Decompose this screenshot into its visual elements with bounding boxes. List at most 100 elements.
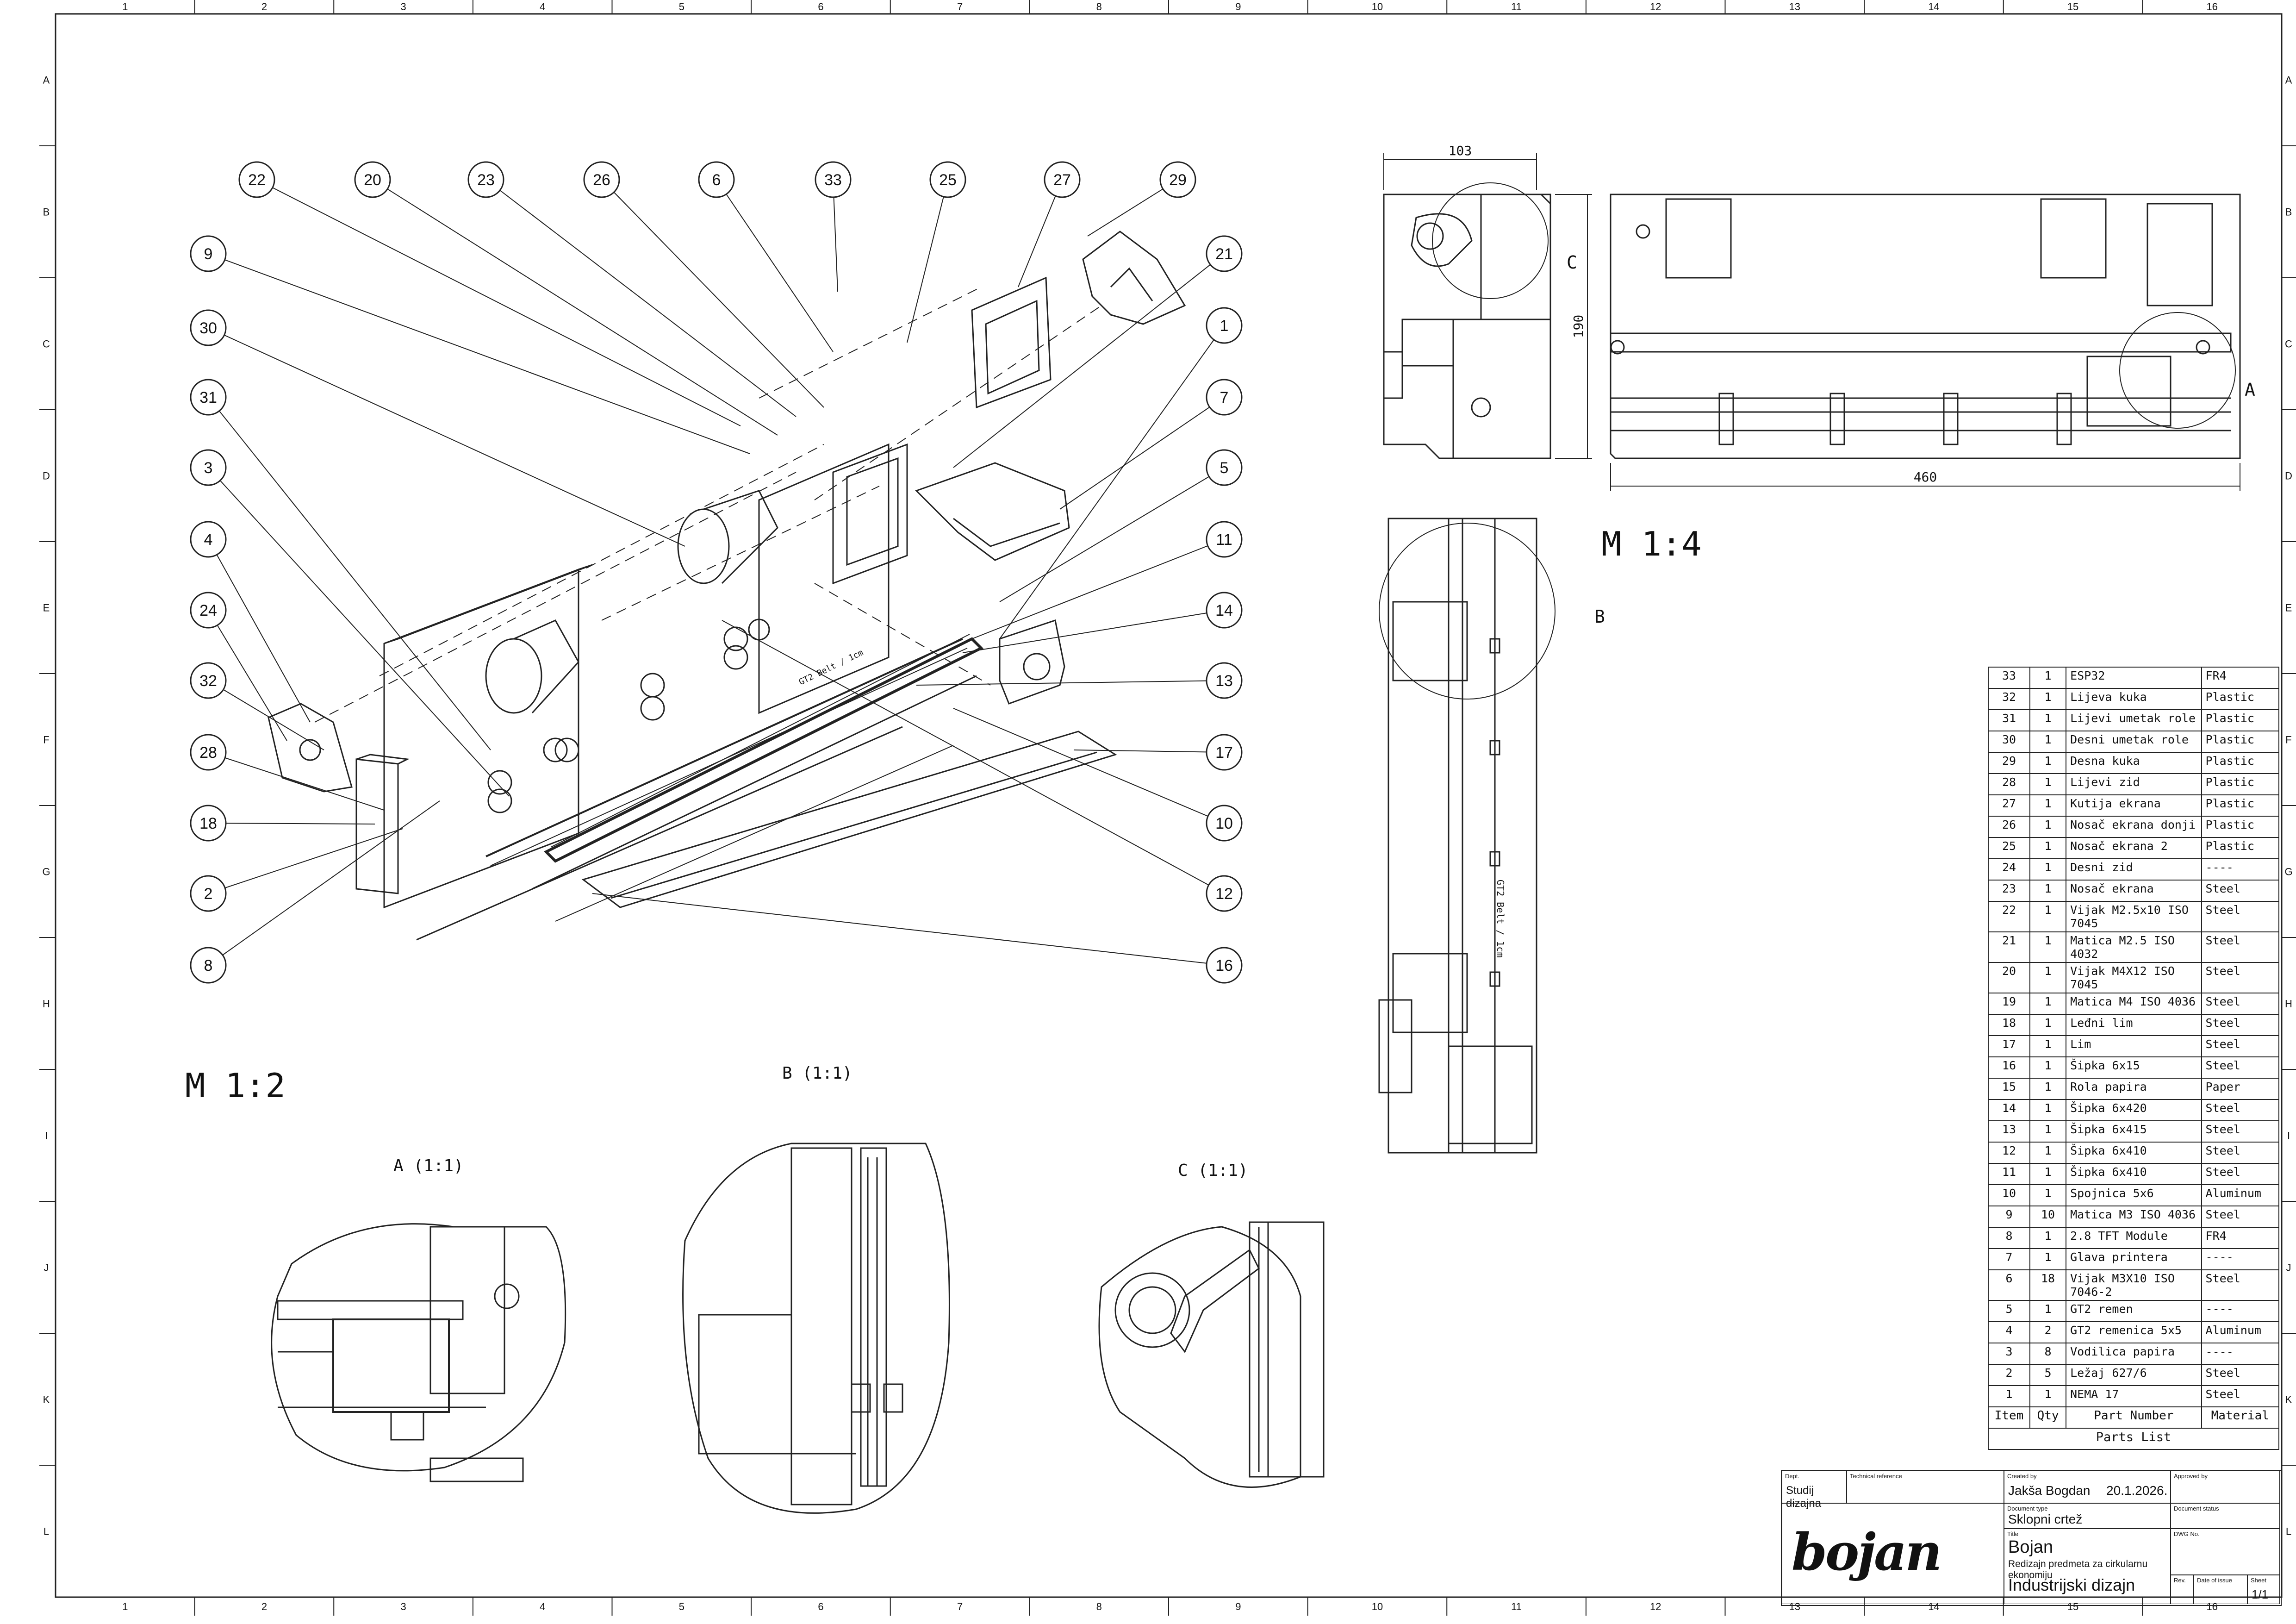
parts-list-title: Parts List [1988, 1428, 2279, 1450]
row-label-right: C [2285, 338, 2292, 350]
row-label-right: A [2285, 75, 2292, 86]
balloon-leader-lines [208, 179, 1225, 966]
cell-part-number: Matica M4 ISO 4036 [2066, 993, 2202, 1015]
exploded-assembly-view [268, 231, 1186, 941]
cell-qty: 10 [2029, 1206, 2067, 1228]
cell-material: Steel [2201, 1385, 2280, 1407]
balloon-circle [929, 161, 966, 198]
cell-material: Plastic [2201, 794, 2280, 817]
balloon-number: 1 [1220, 317, 1229, 335]
cell-item: 29 [1988, 752, 2030, 774]
cell-material: Aluminum [2201, 1321, 2280, 1343]
cell-qty: 1 [2029, 901, 2067, 932]
cell-item: 31 [1988, 709, 2030, 731]
balloon-circle [1206, 307, 1243, 344]
cell-item: 14 [1988, 1099, 2030, 1121]
created-date: 20.1.2026. [2106, 1483, 2168, 1498]
balloon-number: 20 [364, 171, 381, 189]
cell-part-number: GT2 remen [2066, 1300, 2202, 1322]
dept-label: Dept. [1785, 1473, 1800, 1480]
balloon-number: 22 [248, 171, 266, 189]
cell-item: 18 [1988, 1014, 2030, 1036]
bojan-logo: bojan [1792, 1522, 1942, 1582]
cell-material: Steel [2201, 1142, 2280, 1164]
row-label-right: K [2285, 1394, 2292, 1405]
logo-cell: bojan [1782, 1503, 2004, 1604]
cell-item: 26 [1988, 816, 2030, 838]
cell-item: 8 [1988, 1227, 2030, 1249]
cell-qty: 1 [2029, 837, 2067, 859]
row-label-right: I [2287, 1130, 2290, 1142]
row-label-left: L [44, 1526, 49, 1537]
cell-item: 17 [1988, 1035, 2030, 1057]
side-view [1383, 153, 1592, 459]
column-label-top: 15 [2067, 1, 2078, 12]
cell-part-number: Nosač ekrana donji [2066, 816, 2202, 838]
column-label-top: 11 [1511, 1, 1522, 12]
cell-qty: 1 [2029, 667, 2067, 689]
approved-by-label: Approved by [2174, 1473, 2208, 1480]
callout-a-label: A [2245, 380, 2255, 400]
balloon-number: 21 [1215, 245, 1233, 263]
cell-qty: 18 [2029, 1269, 2067, 1301]
cell-part-number: Lijeva kuka [2066, 688, 2202, 710]
column-label-top: 5 [679, 1, 684, 12]
dwg-no-cell: DWG No. [2171, 1529, 2280, 1575]
cell-item: 16 [1988, 1056, 2030, 1079]
cell-part-number: Šipka 6x410 [2066, 1142, 2202, 1164]
row-label-right: L [2286, 1526, 2291, 1537]
cell-material: ---- [2201, 1343, 2280, 1365]
column-label-bottom: 15 [2067, 1601, 2078, 1612]
column-label-top: 1 [122, 1, 128, 12]
date-issue-label: Date of issue [2197, 1577, 2232, 1584]
row-label-right: B [2285, 206, 2292, 218]
sheet-cell: Sheet 1/1 [2247, 1575, 2280, 1604]
cell-part-number: Desni umetak role [2066, 731, 2202, 753]
callout-b-label: B [1594, 606, 1605, 627]
detail-b-label: B (1:1) [782, 1064, 852, 1083]
header-qty: Qty [2029, 1406, 2067, 1429]
rev-label: Rev. [2174, 1577, 2186, 1584]
dim-side-width: 103 [1449, 143, 1472, 158]
title-cell: Title Bojan Redizajn predmeta za cirkula… [2004, 1529, 2171, 1604]
cell-item: 19 [1988, 993, 2030, 1015]
cell-item: 9 [1988, 1206, 2030, 1228]
balloon-number: 23 [477, 171, 495, 189]
cell-material: ---- [2201, 858, 2280, 881]
parts-list-header-row: Item Qty Part Number Material [1988, 1406, 2280, 1429]
column-label-top: 4 [540, 1, 545, 12]
balloon-circle [583, 161, 620, 198]
row-label-right: J [2286, 1262, 2291, 1274]
subtitle-value: Redizajn predmeta za cirkularnu ekonomij… [2008, 1559, 2148, 1580]
column-label-bottom: 6 [818, 1601, 823, 1612]
cell-item: 33 [1988, 667, 2030, 689]
balloon-number: 6 [712, 171, 721, 189]
cell-item: 4 [1988, 1321, 2030, 1343]
cell-item: 21 [1988, 931, 2030, 963]
balloon-circle [467, 161, 504, 198]
cell-qty: 1 [2029, 773, 2067, 795]
tech-ref-label: Technical reference [1850, 1473, 1902, 1480]
header-material: Material [2201, 1406, 2280, 1429]
sheet-label: Sheet [2251, 1577, 2266, 1584]
cell-material: FR4 [2201, 667, 2280, 689]
doc-type-cell: Document type Sklopni crtež [2004, 1503, 2171, 1529]
cell-material: ---- [2201, 1248, 2280, 1270]
cell-part-number: Nosač ekrana 2 [2066, 837, 2202, 859]
top-view [1378, 518, 1556, 1154]
detail-c-label: C (1:1) [1178, 1161, 1248, 1180]
cell-material: Steel [2201, 1364, 2280, 1386]
column-label-bottom: 12 [1650, 1601, 1661, 1612]
balloon-circle [190, 805, 227, 842]
cell-material: Steel [2201, 962, 2280, 993]
